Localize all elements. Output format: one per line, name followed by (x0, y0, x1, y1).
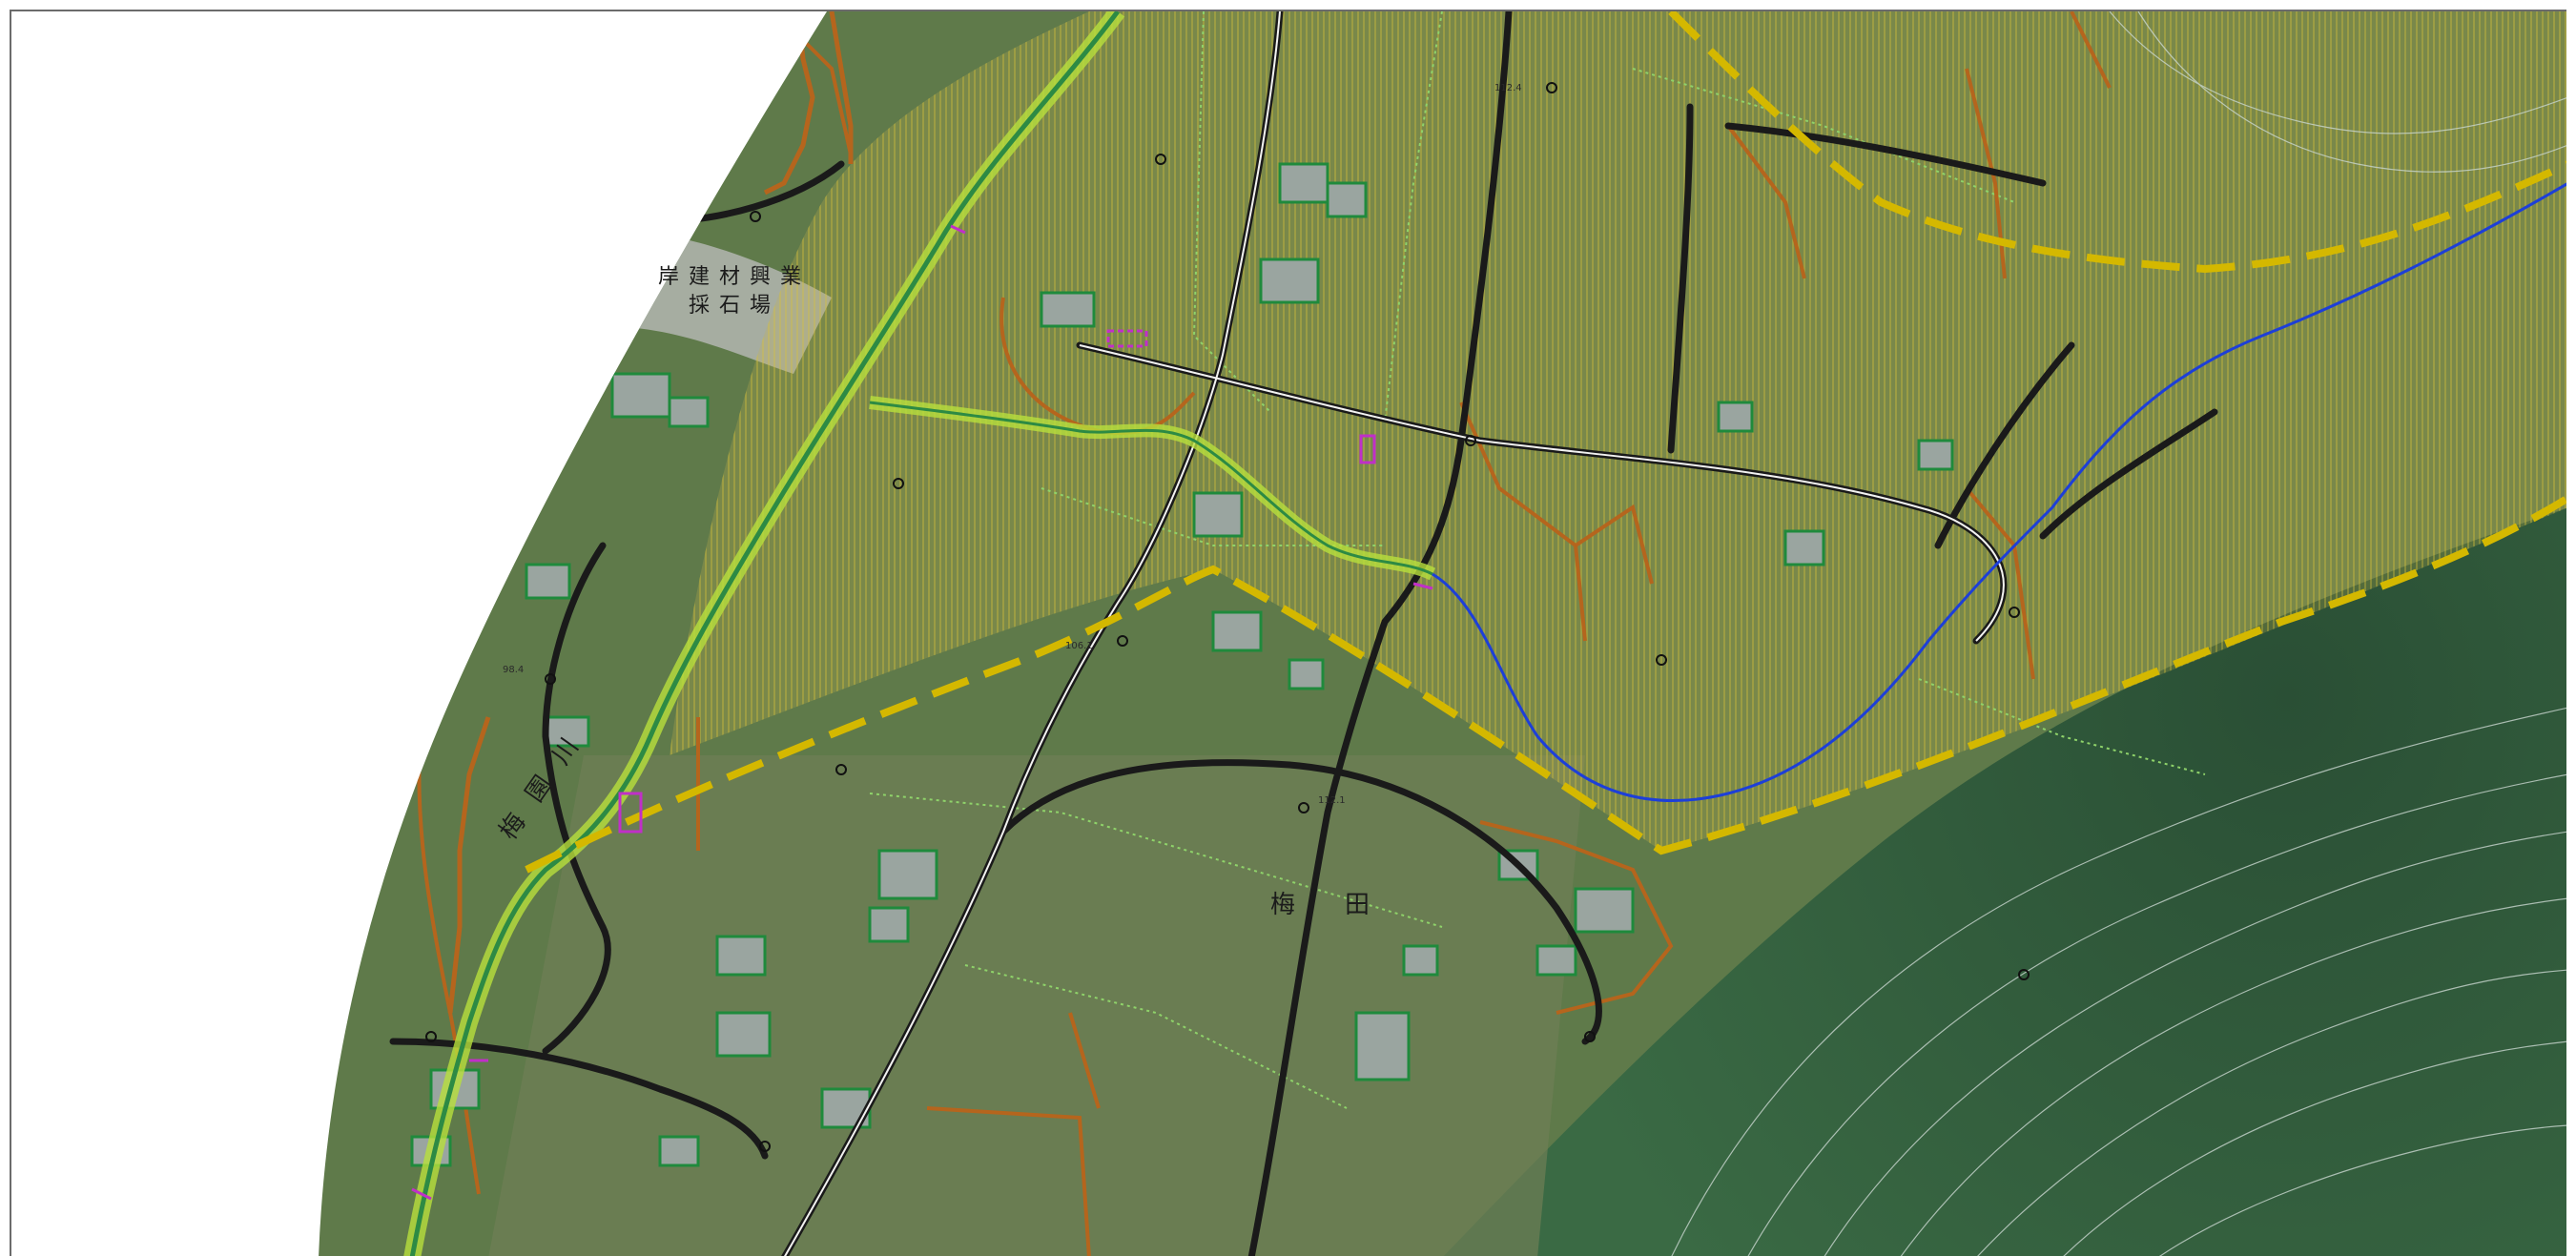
road-northern-branch (1667, 103, 1694, 454)
spot-height-3: 98.4 (503, 665, 524, 675)
road-edges (783, 11, 2005, 1256)
forest-area (1442, 11, 2566, 1256)
contour-lines (1670, 11, 2566, 1256)
boundary-dashed (525, 11, 2566, 874)
stream-blue (1432, 181, 2566, 802)
road-east (1934, 341, 2075, 549)
spot-height-2: 106.1 (1065, 641, 1093, 651)
farmland-south (488, 755, 1585, 1256)
magenta-markers (411, 224, 1433, 1201)
parcel-boundaries-orange (417, 11, 2112, 1256)
map-canvas[interactable]: 岸建材興業 採石場 梅 田 梅園川 112.4 106.1 98.4 112.1 (11, 11, 2566, 1256)
point-markers (425, 82, 2030, 1152)
road-east-spur (2039, 408, 2218, 540)
map-frame: 岸建材興業 採石場 梅 田 梅園川 112.4 106.1 98.4 112.1 (10, 10, 2566, 1256)
road-village-loop (999, 759, 1602, 1045)
spot-height-4: 112.1 (1318, 795, 1346, 806)
river-tributary (869, 396, 1436, 581)
quarry-label-line2: 採石場 (689, 294, 780, 318)
quarry-label-line1: 岸建材興業 (658, 265, 811, 289)
river-umezono (403, 11, 1125, 1256)
spot-height-1: 112.4 (1494, 83, 1522, 93)
district-label: 梅 田 (1270, 891, 1370, 919)
road-western (542, 542, 611, 1055)
road-central-south (1247, 11, 1513, 1256)
ortho-photo (319, 11, 2566, 1256)
road-northeast (1724, 122, 2047, 187)
